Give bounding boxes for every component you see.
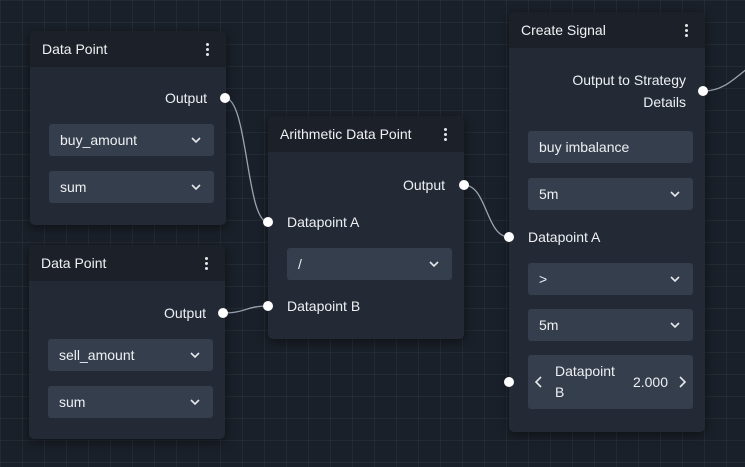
operator-select-value: /: [298, 256, 302, 272]
kebab-menu-icon[interactable]: [679, 22, 693, 38]
chevron-left-icon[interactable]: [534, 375, 544, 389]
chevron-down-icon: [190, 352, 200, 359]
kebab-menu-icon[interactable]: [438, 126, 452, 142]
datapoint-b-number-stepper[interactable]: Datapoint B 2.000: [528, 355, 693, 409]
output-label: Output: [163, 305, 206, 321]
comparator-select-value: >: [539, 271, 548, 287]
output-label-line-2: Details: [643, 94, 686, 110]
wire-buy-amount-to-datapoint-a[interactable]: [224, 97, 269, 223]
node-header[interactable]: Create Signal: [509, 12, 705, 48]
datapoint-a-label: Datapoint A: [528, 229, 601, 245]
aggregation-select-value: sum: [59, 394, 86, 410]
wire-arithmetic-to-signal-datapoint-a[interactable]: [463, 184, 510, 238]
datapoint-b-label-line-1: Datapoint: [555, 363, 615, 379]
datapoint-b-input-port[interactable]: [504, 377, 514, 387]
output-to-strategy-port[interactable]: [698, 86, 708, 96]
node-title: Data Point: [42, 41, 108, 57]
datapoint-b-stepper-label: Datapoint B: [555, 361, 615, 403]
aggregation-select-value: sum: [60, 179, 87, 195]
signal-name-value: buy imbalance: [539, 139, 630, 155]
create-signal-node[interactable]: Create Signal Output to Strategy Details…: [504, 12, 708, 432]
field-select[interactable]: sell_amount: [48, 339, 213, 371]
field-select[interactable]: buy_amount: [49, 124, 214, 156]
timeframe-select-value: 5m: [539, 186, 559, 202]
wire-signal-output-offscreen[interactable]: [703, 68, 745, 92]
node-header[interactable]: Arithmetic Data Point: [268, 116, 464, 152]
chevron-down-icon: [190, 399, 200, 406]
operator-select[interactable]: /: [287, 248, 452, 280]
output-port[interactable]: [218, 308, 228, 318]
timeframe-b-select[interactable]: 5m: [528, 309, 693, 341]
datapoint-b-value[interactable]: 2.000: [632, 374, 668, 390]
chevron-right-icon[interactable]: [677, 375, 687, 389]
chevron-down-icon: [670, 322, 680, 329]
data-point-node-sell[interactable]: Data Point Output sell_amount sum: [29, 245, 228, 439]
field-select-value: buy_amount: [60, 132, 138, 148]
datapoint-b-label-line-2: B: [555, 384, 565, 400]
kebab-menu-icon[interactable]: [200, 41, 214, 57]
datapoint-a-input-port[interactable]: [263, 217, 273, 227]
output-to-strategy-label: Output to Strategy Details: [572, 69, 686, 113]
node-title: Create Signal: [521, 22, 606, 38]
chevron-down-icon: [670, 191, 680, 198]
node-header[interactable]: Data Point: [29, 245, 225, 281]
aggregation-select[interactable]: sum: [49, 171, 214, 203]
arithmetic-data-point-node[interactable]: Arithmetic Data Point Output Datapoint A…: [263, 116, 469, 339]
chevron-down-icon: [191, 184, 201, 191]
aggregation-select[interactable]: sum: [48, 386, 213, 418]
datapoint-a-input-port[interactable]: [504, 232, 514, 242]
output-label: Output: [402, 177, 445, 193]
chevron-down-icon: [429, 261, 439, 268]
node-title: Arithmetic Data Point: [280, 126, 412, 142]
chevron-down-icon: [670, 276, 680, 283]
chevron-down-icon: [191, 137, 201, 144]
output-port[interactable]: [220, 93, 230, 103]
node-title: Data Point: [41, 255, 107, 271]
signal-name-input[interactable]: buy imbalance: [528, 131, 693, 163]
timeframe-select[interactable]: 5m: [528, 178, 693, 210]
output-port[interactable]: [459, 180, 469, 190]
node-header[interactable]: Data Point: [30, 31, 226, 67]
field-select-value: sell_amount: [59, 347, 135, 363]
datapoint-a-label: Datapoint A: [287, 214, 360, 230]
output-label-line-1: Output to Strategy: [572, 72, 686, 88]
timeframe-b-select-value: 5m: [539, 317, 559, 333]
wire-sell-amount-to-datapoint-b[interactable]: [222, 305, 269, 314]
output-label: Output: [164, 90, 207, 106]
comparator-select[interactable]: >: [528, 263, 693, 295]
datapoint-b-label: Datapoint B: [287, 298, 361, 314]
kebab-menu-icon[interactable]: [199, 255, 213, 271]
datapoint-b-input-port[interactable]: [263, 301, 273, 311]
data-point-node-buy[interactable]: Data Point Output buy_amount sum: [30, 31, 230, 225]
